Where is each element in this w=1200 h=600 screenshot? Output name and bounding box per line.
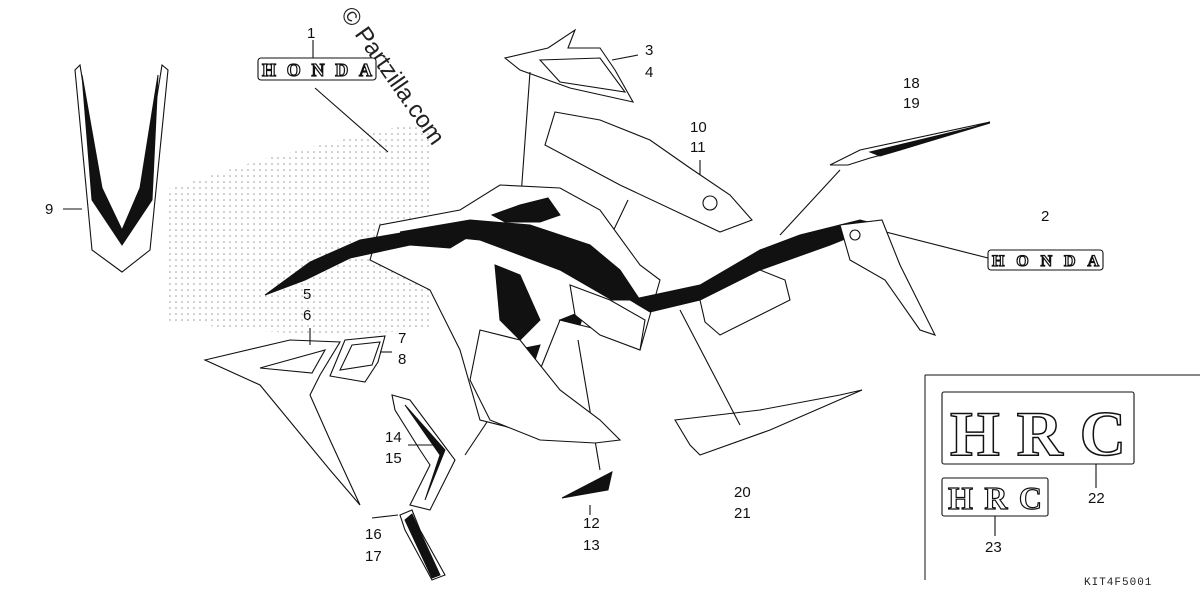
callout-18: 18	[903, 75, 920, 92]
callout-15: 15	[385, 450, 402, 467]
part-18-19-rear-stripe[interactable]	[829, 121, 991, 166]
callout-12: 12	[583, 515, 600, 532]
part-10-11-tank-stripe[interactable]	[544, 111, 753, 233]
dotted-background	[165, 120, 430, 335]
callout-4: 4	[645, 64, 653, 81]
part-16-17-lower-stripe[interactable]	[399, 509, 446, 581]
callout-19: 19	[903, 95, 920, 112]
part-1-honda-emblem[interactable]: HONDA	[257, 57, 377, 81]
callout-labels: 1 2 3 4 5 6 7 8 9 10 11 12 13 14 15 16 1…	[45, 25, 1105, 565]
part-22-hrc-emblem-large[interactable]: HRC	[941, 391, 1135, 470]
hrc-logo-large-text: HRC	[950, 398, 1126, 469]
callout-3: 3	[645, 42, 653, 59]
callout-6: 6	[303, 307, 311, 324]
part-7-8-small-decal[interactable]	[329, 335, 386, 383]
svg-text:HONDA: HONDA	[992, 253, 1099, 270]
callout-7: 7	[398, 330, 406, 347]
part-23-hrc-emblem-small[interactable]: HRC	[941, 477, 1049, 517]
part-3-4-shroud-upper-stripe[interactable]	[503, 28, 635, 103]
hrc-inset	[924, 374, 1200, 580]
callout-21: 21	[734, 505, 751, 522]
part-9-front-fender-stripe[interactable]	[74, 63, 169, 273]
part-20-21-side-cover-stripe[interactable]	[674, 389, 863, 456]
honda-logo-text: HONDA	[262, 60, 372, 80]
main-body-shroud	[264, 184, 937, 444]
callout-10: 10	[690, 119, 707, 136]
callout-9: 9	[45, 201, 53, 218]
callout-20: 20	[734, 484, 751, 501]
callout-2: 2	[1041, 208, 1049, 225]
part-14-15-fork-stripe[interactable]	[391, 394, 456, 511]
part-2-honda-emblem[interactable]: HONDA	[987, 249, 1104, 271]
hrc-logo-small-text: HRC	[948, 480, 1042, 516]
callout-13: 13	[583, 537, 600, 554]
callout-8: 8	[398, 351, 406, 368]
callout-5: 5	[303, 286, 311, 303]
callout-11: 11	[690, 139, 706, 156]
callout-22: 22	[1088, 490, 1105, 507]
part-5-6-radiator-shroud-stripe[interactable]	[203, 339, 361, 506]
callout-1: 1	[307, 25, 315, 42]
part-12-13-triangle-decal[interactable]	[561, 471, 613, 499]
callout-17: 17	[365, 548, 382, 565]
callout-23: 23	[985, 539, 1002, 556]
diagram-code: KIT4F5001	[1084, 577, 1152, 589]
callout-14: 14	[385, 429, 402, 446]
callout-16: 16	[365, 526, 382, 543]
